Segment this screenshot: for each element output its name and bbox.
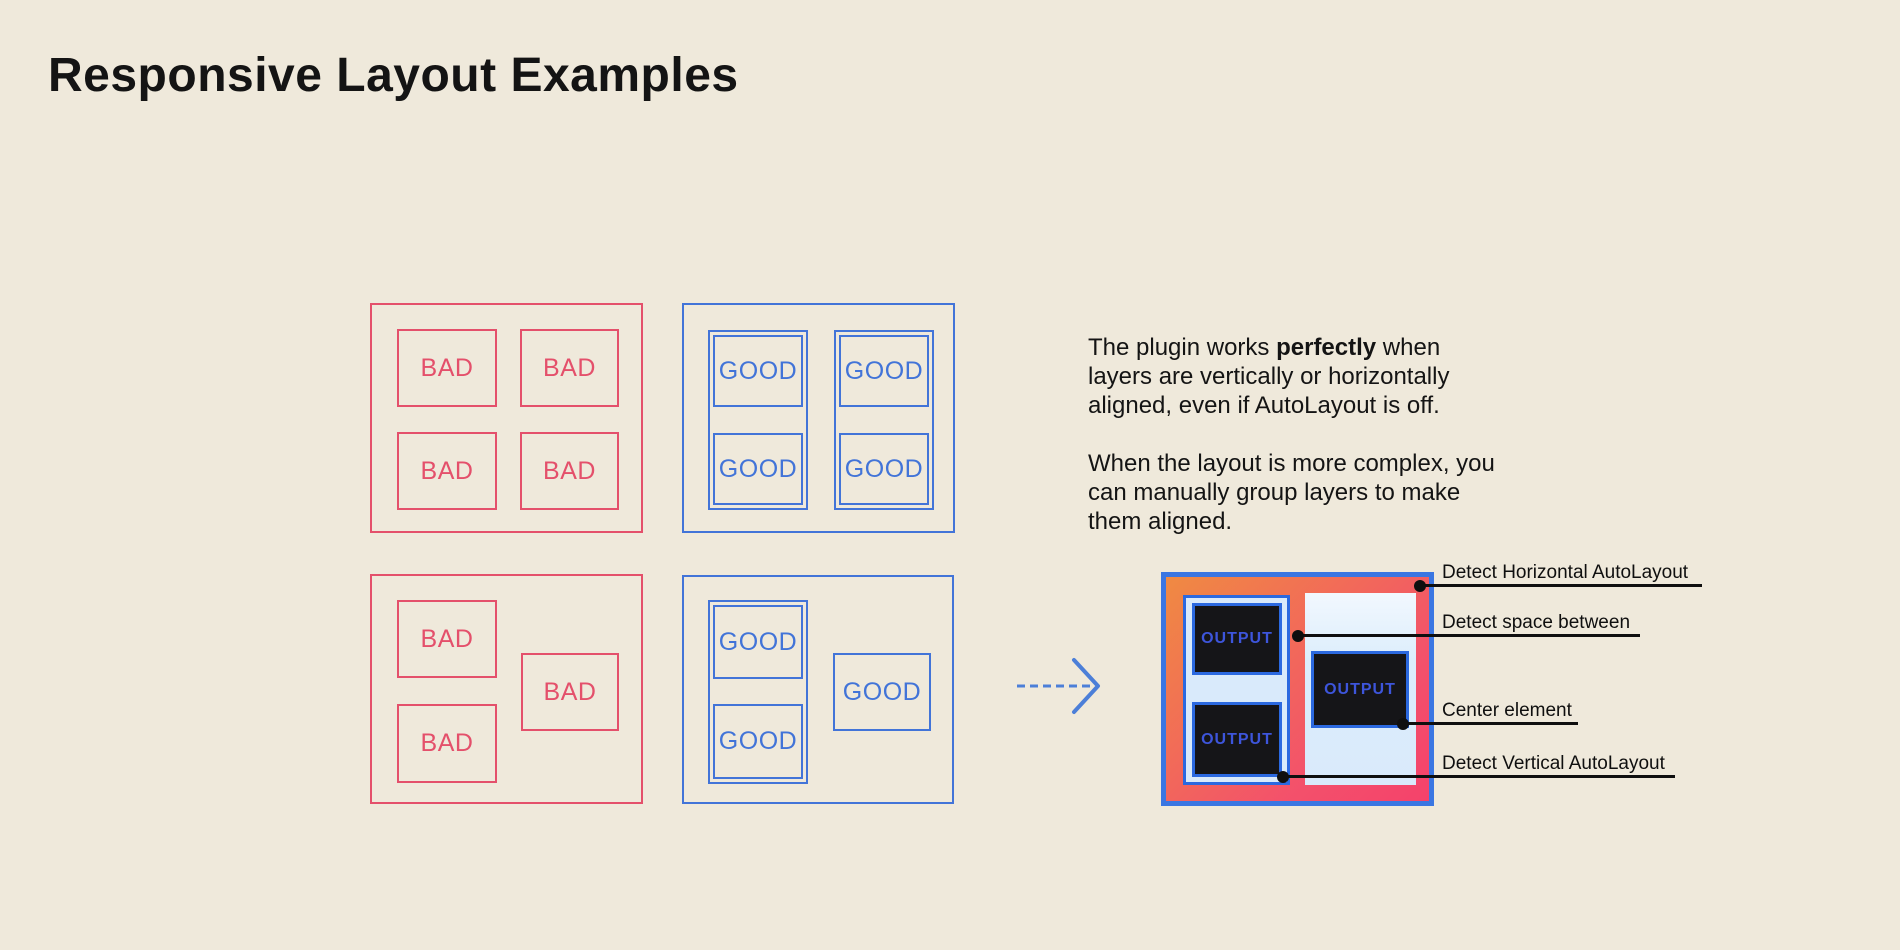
output-label: OUTPUT: [1201, 630, 1273, 647]
annotation-dot: [1397, 718, 1409, 730]
bad-label: BAD: [543, 456, 596, 485]
bad-box: BAD: [397, 704, 497, 783]
good-column-group: GOOD GOOD: [708, 330, 808, 510]
annotation-dot: [1292, 630, 1304, 642]
output-box: OUTPUT: [1311, 651, 1409, 728]
bad-box: BAD: [520, 329, 619, 407]
output-box: OUTPUT: [1192, 702, 1282, 777]
annotation-label: Detect space between: [1442, 612, 1631, 633]
good-label: GOOD: [842, 677, 922, 706]
bad-label: BAD: [420, 353, 474, 382]
good-box: GOOD: [833, 653, 931, 731]
annotation-line: [1298, 634, 1640, 637]
good-group-complex: GOOD GOOD GOOD: [682, 575, 954, 804]
output-box: OUTPUT: [1192, 603, 1282, 675]
annotation-line: [1283, 775, 1675, 778]
description-paragraph-2: When the layout is more complex, you can…: [1088, 450, 1495, 535]
bad-label: BAD: [420, 456, 474, 485]
annotation-line: [1420, 584, 1702, 587]
good-group-grid: GOOD GOOD GOOD GOOD: [682, 303, 955, 533]
bad-box: BAD: [397, 600, 497, 678]
bad-box: BAD: [521, 653, 619, 731]
good-label: GOOD: [718, 454, 798, 483]
annotation-line: [1403, 722, 1578, 725]
good-box: GOOD: [839, 335, 929, 407]
center-element-panel: OUTPUT: [1305, 593, 1416, 785]
good-column-group: GOOD GOOD: [708, 600, 808, 784]
annotation-label: Detect Horizontal AutoLayout: [1442, 562, 1689, 583]
good-label: GOOD: [718, 356, 798, 385]
output-label: OUTPUT: [1201, 730, 1273, 748]
para1-post: when layers are vertically or horizontal…: [1088, 334, 1450, 419]
annotation-label: Center element: [1442, 700, 1572, 721]
good-label: GOOD: [718, 727, 798, 755]
bad-label: BAD: [543, 677, 597, 706]
bad-label: BAD: [543, 353, 596, 382]
output-autolayout-frame: OUTPUT OUTPUT OUTPUT: [1161, 572, 1434, 806]
page-title: Responsive Layout Examples: [48, 49, 739, 102]
good-box: GOOD: [713, 704, 803, 779]
description-text: The plugin works perfectly when layers a…: [1088, 304, 1608, 565]
good-box: GOOD: [839, 433, 929, 505]
good-box: GOOD: [713, 605, 803, 679]
annotation-dot: [1277, 771, 1289, 783]
annotation-label: Detect Vertical AutoLayout: [1442, 753, 1665, 774]
bad-box: BAD: [520, 432, 619, 510]
good-box: GOOD: [713, 335, 803, 407]
bad-label: BAD: [420, 729, 474, 757]
good-box: GOOD: [713, 433, 803, 505]
description-paragraph-1: The plugin works perfectly when layers a…: [1088, 334, 1449, 419]
good-label: GOOD: [718, 627, 798, 656]
good-label: GOOD: [844, 454, 924, 483]
para1-pre: The plugin works: [1088, 334, 1277, 361]
bad-label: BAD: [420, 624, 474, 653]
vertical-autolayout-panel: OUTPUT OUTPUT: [1183, 595, 1290, 785]
dashed-arrow-right-icon: [1017, 658, 1100, 714]
good-label: GOOD: [844, 356, 924, 385]
annotation-dot: [1414, 580, 1426, 592]
para1-bold: perfectly: [1276, 334, 1377, 361]
bad-group-complex: BAD BAD BAD: [370, 574, 643, 804]
output-label: OUTPUT: [1324, 680, 1396, 698]
bad-box: BAD: [397, 329, 497, 407]
bad-box: BAD: [397, 432, 497, 510]
bad-group-grid: BAD BAD BAD BAD: [370, 303, 643, 533]
good-column-group: GOOD GOOD: [834, 330, 934, 510]
